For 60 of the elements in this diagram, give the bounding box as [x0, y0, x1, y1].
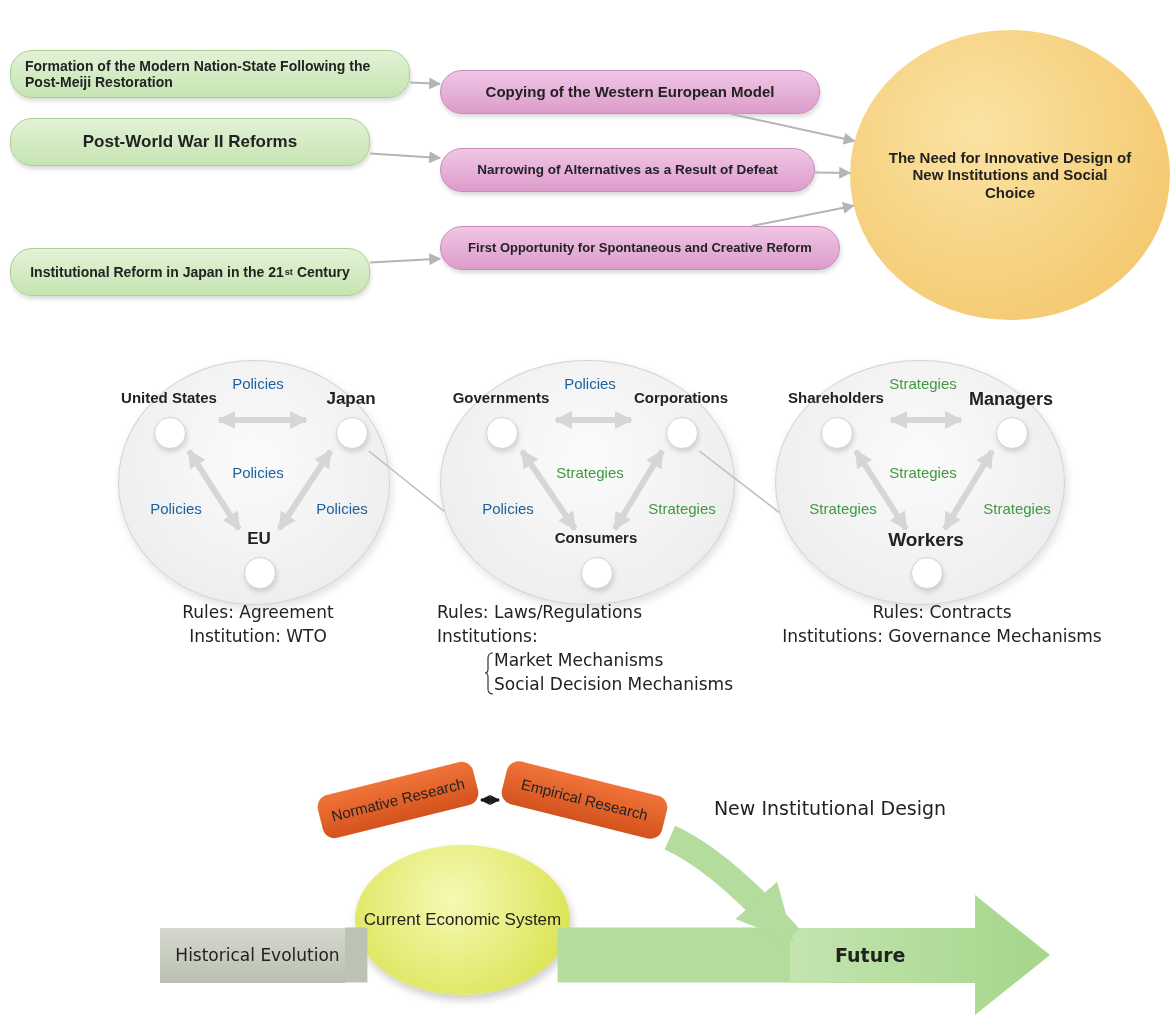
- caption-text: Institutions:: [437, 626, 538, 646]
- node-label: Governments: [452, 389, 550, 406]
- relation-label: Strategies: [888, 463, 958, 481]
- node-label: United States: [121, 389, 217, 406]
- event-box: Post-World War II Reforms: [10, 118, 370, 166]
- callout-box: Copying of the Western European Model: [440, 70, 820, 114]
- double-arrow: [853, 449, 909, 531]
- node-label: Future: [835, 944, 906, 966]
- relation-label: Policies: [231, 463, 285, 481]
- node-label: Japan: [326, 389, 376, 409]
- double-arrow: [479, 795, 501, 805]
- caption-text: Institution: WTO: [189, 626, 327, 646]
- node-label: Consumers: [554, 529, 638, 546]
- relation-label: Strategies: [555, 463, 625, 481]
- double-arrow: [942, 449, 995, 531]
- goal-circle: The Need for Innovative Design of New Institutions and Social Choice: [850, 30, 1170, 320]
- connector-line: [698, 450, 781, 514]
- double-arrow: [186, 449, 242, 531]
- edge-label: Strategies: [888, 374, 958, 392]
- node-label: Corporations: [633, 389, 729, 406]
- arrow: [369, 253, 442, 266]
- arrow: [814, 166, 852, 179]
- edge-label: Policies: [231, 374, 285, 392]
- edge-label: Policies: [149, 499, 203, 517]
- event-box: Formation of the Modern Nation-State Following the Post-Meiji Restoration: [10, 50, 410, 98]
- arrow-tail-band: Historical Evolution: [160, 928, 345, 983]
- callout-box: First Opportunity for Spontaneous and Creative Reform: [440, 226, 840, 270]
- connector-line: [557, 927, 790, 983]
- connector-line: [345, 927, 368, 983]
- double-arrow: [519, 449, 578, 531]
- double-arrow: [217, 411, 308, 429]
- edge-label: Policies: [315, 499, 369, 517]
- double-arrow: [889, 411, 963, 429]
- edge-label: Policies: [563, 374, 617, 392]
- caption-text: Market Mechanisms: [494, 650, 664, 670]
- arrow: [750, 202, 855, 227]
- research-arc: Normative Research: [315, 759, 481, 841]
- double-arrow: [612, 449, 665, 531]
- node-label: Workers: [888, 529, 964, 551]
- caption-text: Institutions: Governance Mechanisms: [782, 626, 1102, 646]
- caption-text: Rules: Agreement: [182, 602, 334, 622]
- arrow: [369, 151, 442, 164]
- edge-label: Policies: [481, 499, 535, 517]
- callout-box: Narrowing of Alternatives as a Result of Defeat: [440, 148, 815, 192]
- double-arrow: [276, 449, 334, 531]
- edge-label: Strategies: [808, 499, 878, 517]
- node-label: EU: [247, 529, 271, 549]
- node-label: Managers: [969, 389, 1053, 410]
- system-ellipse: Current Economic System: [355, 845, 570, 995]
- node-label: Shareholders: [788, 389, 884, 406]
- edge-label: Strategies: [982, 499, 1052, 517]
- caption-text: Social Decision Mechanisms: [494, 674, 734, 694]
- double-arrow: [554, 411, 633, 429]
- caption-text: Rules: Contracts: [872, 602, 1012, 622]
- caption-text: Rules: Laws/Regulations: [437, 602, 642, 622]
- arrow: [729, 113, 856, 145]
- connector-line: [368, 450, 445, 513]
- arrow: [409, 77, 442, 90]
- edge-label: Strategies: [647, 499, 717, 517]
- event-box: Institutional Reform in Japan in the 21$^{st}$ Century: [10, 248, 370, 296]
